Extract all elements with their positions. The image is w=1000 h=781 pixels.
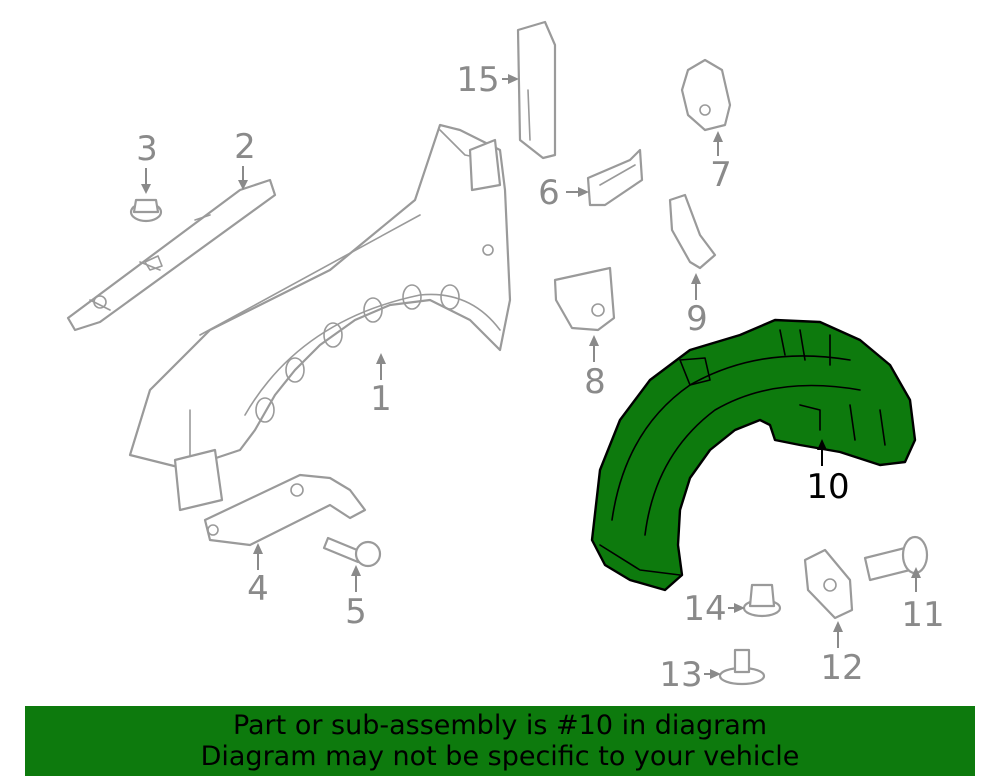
callout-11: 11 bbox=[901, 595, 944, 635]
callout-1: 1 bbox=[370, 379, 392, 419]
part-10-fender-liner bbox=[590, 318, 917, 592]
callout-8: 8 bbox=[584, 362, 606, 402]
part-12-clip-nut bbox=[803, 548, 854, 620]
callout-5: 5 bbox=[345, 592, 367, 632]
callout-4: 4 bbox=[247, 569, 269, 609]
part-5-bolt bbox=[322, 536, 382, 568]
disclaimer-banner: Part or sub-assembly is #10 in diagram D… bbox=[25, 706, 975, 776]
callout-14: 14 bbox=[683, 589, 726, 629]
part-13-push-pin bbox=[718, 648, 766, 686]
part-6-bracket bbox=[586, 148, 644, 207]
callout-9: 9 bbox=[686, 299, 708, 339]
part-4-bracket bbox=[203, 473, 367, 547]
parts-diagram: 1 2 3 4 5 6 7 8 9 10 11 12 13 14 15 bbox=[66, 20, 945, 695]
callout-12: 12 bbox=[820, 648, 863, 688]
callout-6: 6 bbox=[538, 173, 560, 213]
part-1-fender bbox=[128, 123, 512, 512]
banner-line-1: Part or sub-assembly is #10 in diagram bbox=[232, 710, 768, 741]
part-8-bracket bbox=[553, 266, 616, 332]
callout-10: 10 bbox=[806, 467, 849, 507]
part-9-bracket bbox=[668, 193, 717, 270]
part-7-bracket bbox=[680, 58, 732, 132]
callout-13: 13 bbox=[659, 655, 702, 695]
part-15-bracket bbox=[516, 20, 557, 160]
callout-2: 2 bbox=[234, 127, 256, 167]
callout-7: 7 bbox=[710, 155, 732, 195]
callout-15: 15 bbox=[456, 60, 499, 100]
part-3-bolt bbox=[129, 198, 163, 223]
leader-lines bbox=[141, 74, 921, 679]
banner-line-2: Diagram may not be specific to your vehi… bbox=[200, 741, 800, 772]
callout-3: 3 bbox=[136, 129, 158, 169]
part-2-rail bbox=[66, 178, 277, 332]
part-14-clip bbox=[742, 583, 782, 618]
